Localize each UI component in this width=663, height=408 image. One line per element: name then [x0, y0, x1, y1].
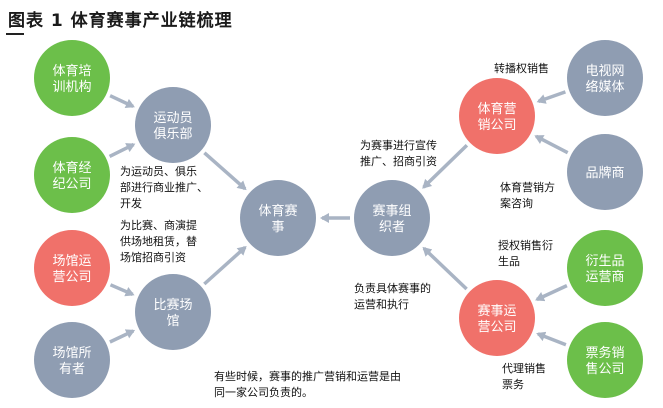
arrow-saishi_yunying-to-saishi_zuzhizhe	[422, 246, 468, 291]
node-label-bisai_changguan: 比赛场	[153, 297, 192, 313]
node-tiyu_saishi: 体育赛事	[240, 180, 316, 256]
node-circle-saishi_yunying	[459, 280, 535, 356]
node-label-yundongyuan_julebu: 俱乐部	[153, 127, 192, 142]
arrow-tiyu_jingji-to-yundongyuan_julebu	[108, 142, 136, 158]
node-circle-pinpaishang	[567, 134, 643, 210]
node-label-tiyu_yingxiao: 销公司	[477, 118, 516, 133]
note-bottom: 有些时候，赛事的推广营销和运营是由	[214, 369, 401, 383]
node-label-dianshi_meiti: 电视网	[585, 64, 624, 79]
node-label-saishi_zuzhizhe: 赛事组	[372, 203, 411, 219]
node-label-changguan_yunying: 营公司	[52, 270, 91, 285]
node-label-tiyu_peixun: 体育培	[52, 63, 91, 79]
node-label-piaowu_xiaoshou: 售公司	[585, 361, 624, 377]
arrow-changguan_yunying-to-bisai_changguan	[109, 283, 135, 297]
node-pinpaishang: 品牌商	[567, 134, 643, 210]
node-circle-tiyu_peixun	[34, 40, 110, 116]
node-circle-saishi_zuzhizhe	[354, 180, 430, 256]
node-label-saishi_zuzhizhe: 织者	[379, 220, 405, 235]
note-shouquan: 生品	[498, 254, 520, 268]
note-changdi_zulin: 场馆招商引资	[120, 250, 186, 264]
node-label-tiyu_saishi: 体育赛	[258, 203, 297, 219]
note-juti_zhixing: 负责具体赛事的	[354, 281, 431, 295]
note-julebu_tuiguang: 为运动员、俱乐	[120, 164, 197, 178]
node-circle-changguan_yunying	[34, 230, 110, 306]
arrow-piaowu_xiaoshou-to-saishi_yunying	[536, 331, 567, 347]
node-circle-bisai_changguan	[135, 274, 211, 350]
node-label-dianshi_meiti: 络媒体	[585, 79, 624, 95]
arrow-yundongyuan_julebu-to-tiyu_saishi	[203, 151, 247, 191]
node-label-yanshengpin: 运营商	[585, 270, 624, 285]
figure-title: 图表 1 体育赛事产业链梳理	[8, 11, 233, 31]
note-xuanchuan: 推广、招商引资	[360, 154, 437, 168]
note-yingxiao_fangan: 体育营销方	[500, 180, 555, 194]
node-label-changguan_suoyou: 场馆所	[52, 346, 91, 361]
node-label-pinpaishang: 品牌商	[585, 165, 624, 181]
note-juti_zhixing: 运营和执行	[354, 297, 409, 311]
node-label-tiyu_jingji: 体育经	[52, 160, 91, 176]
node-circle-tiyu_jingji	[34, 137, 110, 213]
node-label-piaowu_xiaoshou: 票务销	[585, 345, 624, 361]
node-circle-tiyu_yingxiao	[459, 78, 535, 154]
node-label-changguan_yunying: 场馆运	[52, 254, 91, 269]
arrow-changguan_suoyou-to-bisai_changguan	[109, 329, 136, 344]
note-bottom: 同一家公司负责的。	[214, 385, 313, 399]
note-yingxiao_fangan: 案咨询	[500, 196, 533, 210]
node-label-tiyu_peixun: 训机构	[52, 80, 91, 95]
arrow-tiyu_yingxiao-to-saishi_zuzhizhe	[422, 144, 469, 189]
title-underline	[6, 33, 24, 35]
arrow-tiyu_peixun-to-yundongyuan_julebu	[109, 94, 135, 108]
node-label-saishi_yunying: 营公司	[477, 320, 516, 335]
arrow-yanshengpin-to-saishi_yunying	[535, 284, 568, 302]
node-circle-dianshi_meiti	[567, 40, 643, 116]
arrow-dianshi_meiti-to-tiyu_yingxiao	[536, 90, 566, 104]
node-label-changguan_suoyou: 有者	[59, 362, 85, 377]
note-changdi_zulin: 供场地租赁，替	[120, 234, 197, 248]
note-shouquan: 授权销售衍	[498, 238, 553, 252]
node-label-bisai_changguan: 馆	[166, 314, 179, 329]
node-circle-yanshengpin	[567, 230, 643, 306]
node-label-tiyu_saishi: 事	[271, 220, 284, 235]
node-label-tiyu_jingji: 纪公司	[52, 177, 91, 192]
note-daili_piaowu: 代理销售	[502, 361, 546, 375]
note-julebu_tuiguang: 开发	[120, 196, 142, 210]
node-label-saishi_yunying: 赛事运	[477, 303, 516, 319]
node-label-yanshengpin: 衍生品	[585, 254, 624, 269]
note-changdi_zulin: 为比赛、商演提	[120, 218, 197, 232]
note-daili_piaowu: 票务	[502, 378, 524, 391]
node-label-tiyu_yingxiao: 体育营	[477, 101, 516, 117]
note-julebu_tuiguang: 部进行商业推广、	[120, 180, 208, 194]
node-label-yundongyuan_julebu: 运动员	[153, 111, 192, 126]
node-circle-piaowu_xiaoshou	[567, 322, 643, 398]
node-circle-tiyu_saishi	[240, 180, 316, 256]
node-circle-yundongyuan_julebu	[135, 87, 211, 163]
arrow-pinpaishang-to-tiyu_yingxiao	[534, 134, 569, 155]
note-zhuanbo: 转播权销售	[494, 61, 549, 75]
note-xuanchuan: 为赛事进行宣传	[360, 138, 437, 152]
arrow-bisai_changguan-to-tiyu_saishi	[203, 245, 247, 286]
node-circle-changguan_suoyou	[34, 322, 110, 398]
